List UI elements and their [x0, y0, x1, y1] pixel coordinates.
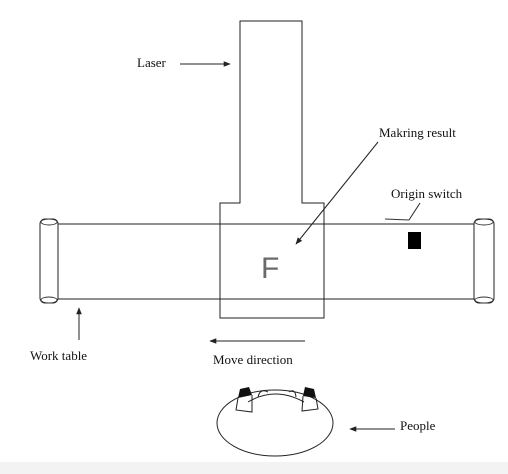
person-body: [216, 389, 334, 457]
origin-switch-tick: [384, 218, 410, 221]
work-table: [39, 218, 495, 304]
origin-switch-block: [408, 232, 421, 249]
person-ear-left: [257, 390, 269, 398]
marking-result-label: Makring result: [379, 125, 456, 140]
person-left-hand: [238, 387, 252, 398]
person-top-view: [216, 387, 334, 457]
left-roller-top: [40, 218, 58, 226]
people-label: People: [400, 418, 436, 433]
bottom-strip: [0, 462, 508, 474]
right-roller-bottom: [474, 296, 494, 304]
person-right-hand: [303, 387, 316, 398]
mark-glyph: F: [261, 252, 279, 285]
laser-unit: [219, 20, 325, 319]
person-left-arm: [235, 395, 253, 413]
marking-result-arrow: [295, 141, 379, 245]
person-head-outline: [247, 393, 305, 403]
diagram-canvas: F Laser Makring result Origin switch Wor…: [30, 20, 495, 457]
person-right-arm: [301, 395, 319, 412]
origin-switch-label: Origin switch: [391, 186, 463, 201]
move-direction-label: Move direction: [213, 352, 293, 367]
work-table-label: Work table: [30, 348, 87, 363]
left-roller: [39, 218, 59, 304]
right-roller: [473, 218, 495, 304]
person-ear-right: [288, 390, 297, 398]
laser-label: Laser: [137, 55, 167, 70]
right-roller-top: [474, 218, 494, 226]
left-roller-bottom: [40, 296, 58, 304]
origin-switch-pointer: [408, 202, 421, 221]
